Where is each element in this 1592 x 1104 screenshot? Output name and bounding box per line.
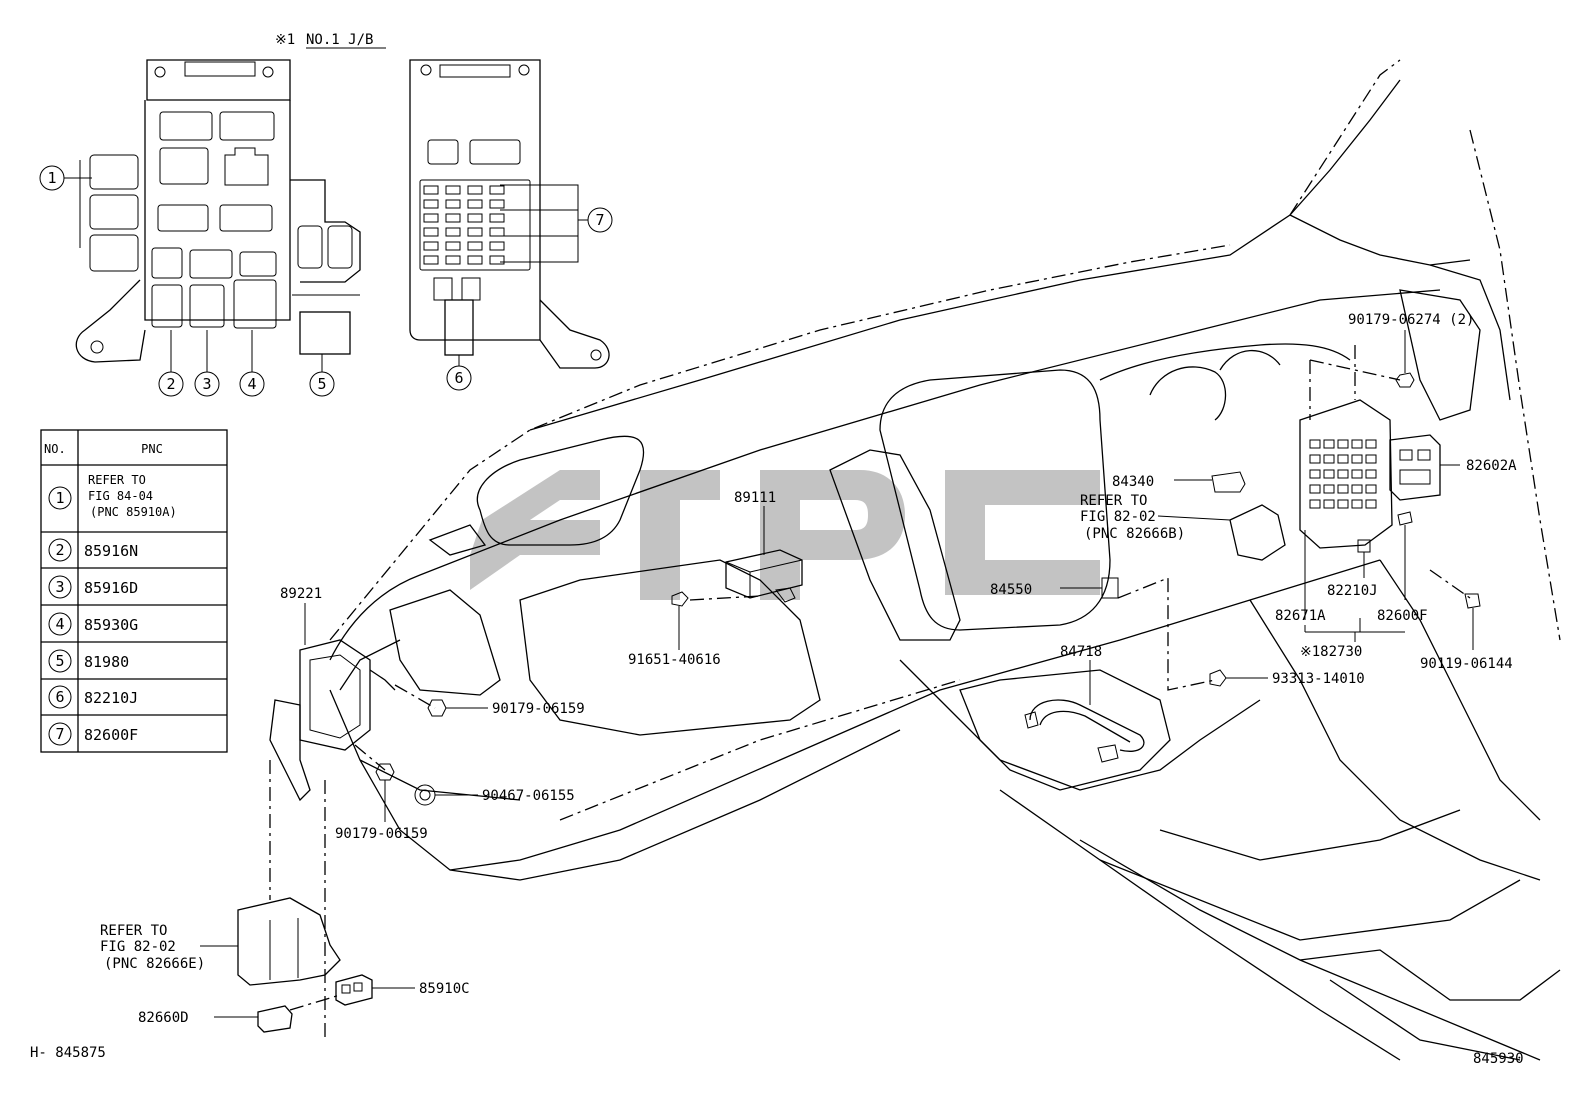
- callout-circle-7: [587, 207, 613, 233]
- label-93313-14010: 93313-14010: [1272, 671, 1365, 687]
- label-82671a: 82671A: [1275, 608, 1326, 624]
- label-85910c: 85910C: [419, 981, 470, 997]
- table-row-pnc: 85930G: [84, 616, 138, 634]
- label-90179-06159-upper: 90179-06159: [492, 701, 585, 717]
- refer-right-line-2: FIG 82-02: [1080, 509, 1156, 525]
- table-row-pnc: 82210J: [84, 689, 138, 707]
- callout-number-5: 5: [317, 375, 326, 393]
- table-row-pnc: FIG 84-04: [88, 489, 153, 503]
- component-89111: 89111 91651-40616: [628, 490, 803, 668]
- table-row-no: 2: [55, 541, 64, 559]
- callout-number-3: 3: [202, 375, 211, 393]
- component-lower-left: REFER TO FIG 82-02 (PNC 82666E) 85910C 8…: [100, 897, 470, 1033]
- callout-circle-4: [239, 371, 265, 397]
- label-90179-06159-lower: 90179-06159: [335, 826, 428, 842]
- callout-number-1: 1: [47, 169, 56, 187]
- label-90467-06155: 90467-06155: [482, 788, 575, 804]
- pnc-table: NO. PNC 1 REFER TO FIG 84-04 (PNC 85910A…: [40, 429, 228, 753]
- component-84718: 84718: [1024, 644, 1145, 763]
- table-row-pnc: 82600F: [84, 726, 138, 744]
- label-90119-06144: 90119-06144: [1420, 656, 1513, 672]
- footer-right-code: 845930: [1473, 1051, 1524, 1067]
- label-84340: 84340: [1112, 474, 1154, 490]
- junction-block-front-view: [75, 59, 361, 363]
- callout-circle-6: [446, 365, 472, 391]
- footer-left-code: H- 845875: [30, 1045, 106, 1061]
- refer-left-line-2: FIG 82-02: [100, 939, 176, 955]
- label-82600f: 82600F: [1377, 608, 1428, 624]
- refer-left-line-1: REFER TO: [100, 923, 167, 939]
- component-89221: 89221: [269, 586, 396, 1040]
- table-row-pnc: (PNC 85910A): [90, 505, 177, 519]
- watermark-logo: [470, 470, 1100, 600]
- table-row-no: 3: [55, 578, 64, 596]
- table-row-pnc: REFER TO: [88, 473, 146, 487]
- table-header-pnc: PNC: [141, 442, 163, 456]
- fasteners-89221: 90179-06159 90179-06159 90467-06155: [335, 684, 585, 842]
- junction-block-note: ※1 NO.1 J/B: [275, 32, 386, 49]
- table-row-no: 5: [55, 652, 64, 670]
- callout-circle-2: [158, 371, 184, 397]
- note-text: NO.1 J/B: [306, 32, 373, 48]
- callout-circles: 1 2 3 4 5 6 7: [39, 165, 613, 397]
- refer-left-line-3: (PNC 82666E): [104, 956, 205, 972]
- label-89111: 89111: [734, 490, 776, 506]
- label-82660d: 82660D: [138, 1010, 189, 1026]
- label-82210j-right: 82210J: [1327, 583, 1378, 599]
- callout-number-7: 7: [595, 211, 604, 229]
- refer-right-line-1: REFER TO: [1080, 493, 1147, 509]
- table-row-pnc: 81980: [84, 653, 129, 671]
- component-82730-junction-block: 82602A 90179-06274 (2) 82210J 82671A 826…: [1275, 312, 1517, 672]
- table-row-no: 7: [55, 725, 64, 743]
- table-row-no: 4: [55, 615, 64, 633]
- table-row-pnc: 85916D: [84, 579, 138, 597]
- callout-circle-5: [309, 371, 335, 397]
- refer-right-line-3: (PNC 82666B): [1084, 526, 1185, 542]
- component-84340-84550: 84340 REFER TO FIG 82-02 (PNC 82666B) 84…: [990, 471, 1286, 691]
- callout-number-6: 6: [454, 369, 463, 387]
- callout-circle-1: [39, 165, 65, 191]
- table-header-no: NO.: [44, 442, 66, 456]
- table-row-pnc: 85916N: [84, 542, 138, 560]
- table-row-no: 6: [55, 688, 64, 706]
- label-84550: 84550: [990, 582, 1032, 598]
- table-row-no: 1: [55, 489, 64, 507]
- label-82602a: 82602A: [1466, 458, 1517, 474]
- label-182730: ※182730: [1300, 644, 1362, 660]
- component-93313-14010: 93313-14010: [1209, 669, 1365, 687]
- callout-number-4: 4: [247, 375, 256, 393]
- label-91651-40616: 91651-40616: [628, 652, 721, 668]
- instrument-panel-outline: [329, 59, 1561, 1061]
- note-mark: ※1: [275, 32, 295, 48]
- callout-circle-3: [194, 371, 220, 397]
- label-89221: 89221: [280, 586, 322, 602]
- label-90179-06274: 90179-06274 (2): [1348, 312, 1474, 328]
- junction-block-rear-view: [409, 59, 610, 369]
- label-84718: 84718: [1060, 644, 1102, 660]
- callout-number-2: 2: [166, 375, 175, 393]
